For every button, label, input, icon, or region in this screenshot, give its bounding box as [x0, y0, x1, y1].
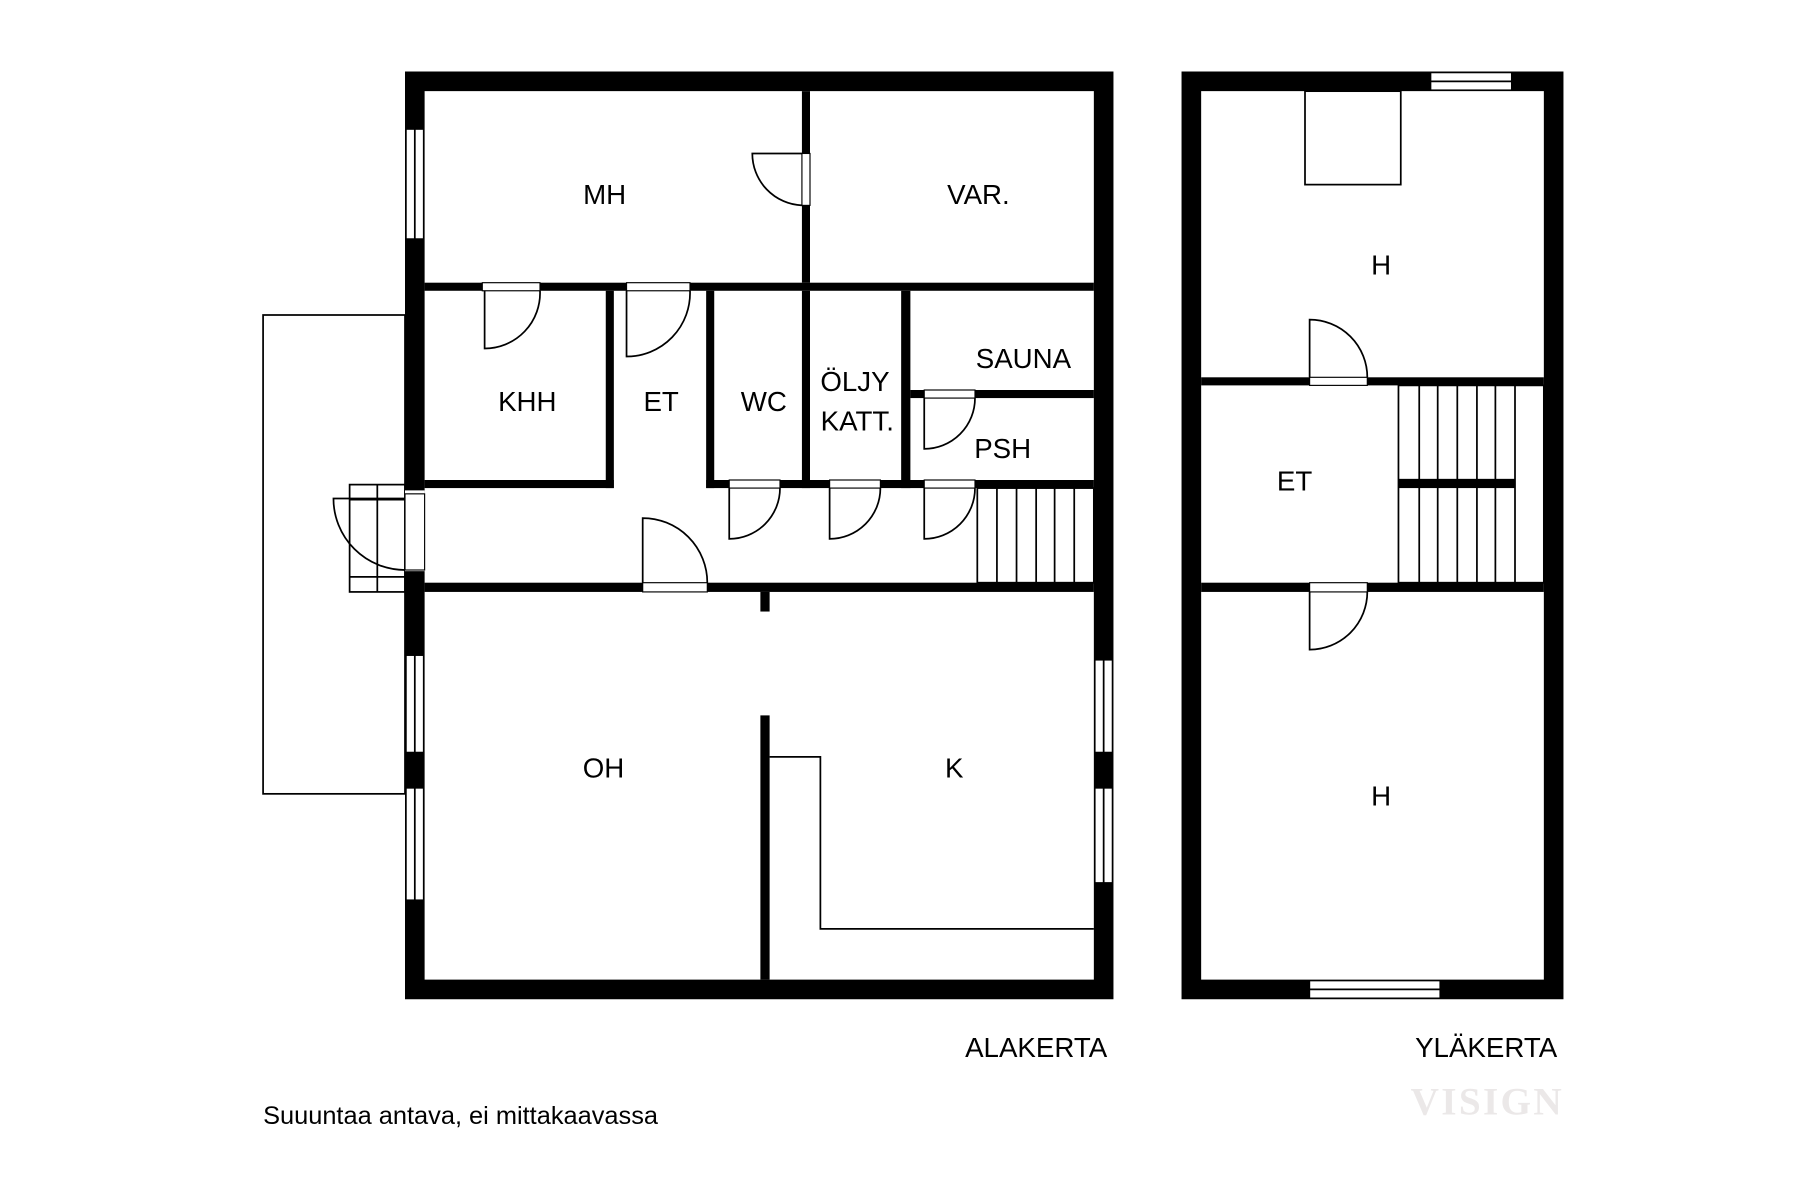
- room-label-var: VAR.: [947, 179, 1010, 210]
- room-label-oh: OH: [583, 753, 625, 784]
- room-label-h-bottom: H: [1371, 780, 1391, 811]
- stairs: [976, 487, 1095, 584]
- room-label-sauna: SAUNA: [976, 343, 1072, 374]
- windows: [405, 128, 1113, 901]
- scale-note: Suuuntaa antava, ei mittakaavassa: [263, 1102, 659, 1130]
- upper-floor: H ET H YLÄKERTA: [1181, 71, 1564, 1063]
- stairs: [1397, 384, 1545, 584]
- floor-title-upper: YLÄKERTA: [1415, 1032, 1558, 1063]
- doors: [1308, 318, 1369, 651]
- room-label-mh: MH: [583, 179, 626, 210]
- chimney: [1304, 90, 1402, 186]
- room-label-et: ET: [643, 386, 678, 417]
- watermark-logo: VISIGN: [1411, 1081, 1564, 1124]
- room-label-katt: KATT.: [821, 405, 894, 436]
- room-label-wc: WC: [741, 386, 787, 417]
- interior-wall: [1201, 582, 1544, 592]
- kitchen-counter: [769, 756, 1094, 930]
- room-label-k: K: [945, 753, 964, 784]
- room-label-psh: PSH: [974, 433, 1031, 464]
- room-label-h-top: H: [1371, 250, 1391, 281]
- floor-title-lower: ALAKERTA: [965, 1032, 1108, 1063]
- room-label-et-upper: ET: [1277, 465, 1312, 496]
- interior-wall: [1201, 377, 1544, 386]
- doors: [332, 152, 976, 593]
- room-label-khh: KHH: [498, 386, 556, 417]
- room-label-oljy: ÖLJY: [820, 366, 889, 397]
- lower-floor: MH VAR. KHH ET WC ÖLJY KATT. SAUNA PSH O…: [262, 71, 1114, 1063]
